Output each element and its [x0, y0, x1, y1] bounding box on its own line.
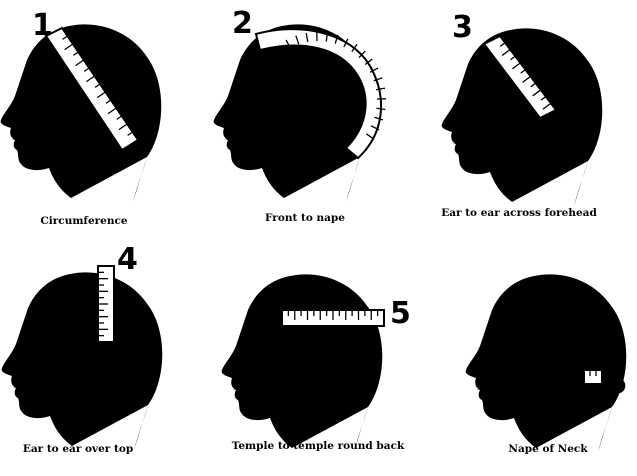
- tape-tick: [105, 99, 112, 104]
- tape-measure-3: [482, 34, 558, 120]
- panel-number-1: 1: [32, 8, 53, 43]
- tape-tick: [86, 75, 95, 83]
- tape-tick: [364, 58, 373, 66]
- head-illustration-4: [1, 272, 163, 450]
- panel-caption-2: Front to nape: [265, 212, 345, 224]
- tape-measure-4: [97, 265, 115, 343]
- panel-number-3: 3: [452, 10, 473, 45]
- tape-tick: [542, 102, 552, 110]
- tape-tick: [520, 69, 526, 74]
- panel-3: 3 Ear to ear across forehead: [441, 10, 603, 219]
- tape-tick: [107, 107, 117, 115]
- panel-number-2: 2: [232, 6, 253, 41]
- tape-tick: [94, 83, 101, 88]
- tape-tick: [83, 67, 90, 72]
- panel-2: 2 Front to nape: [213, 6, 387, 224]
- tape-tick: [116, 115, 123, 120]
- tape-tick: [501, 48, 511, 56]
- tape-tick: [325, 32, 329, 42]
- tape-measure-6: [583, 369, 603, 385]
- panel-number-5: 5: [390, 296, 411, 331]
- tape-tick: [376, 107, 386, 111]
- tape-tick: [373, 77, 383, 82]
- tape-measure-2: [254, 28, 387, 160]
- tape-tick: [305, 32, 309, 43]
- panel-caption-3: Ear to ear across forehead: [441, 207, 597, 219]
- tape-tick: [343, 38, 349, 48]
- tape-tick: [127, 131, 133, 136]
- head-illustration-6: [465, 274, 627, 452]
- panel-4: 4 Ear to ear over top: [1, 242, 163, 455]
- tape-tick: [334, 34, 339, 44]
- panel-caption-6: Nape of Neck: [508, 443, 588, 455]
- panel-5: 5 Temple to temple round back: [221, 274, 411, 452]
- tape-tick: [522, 75, 531, 83]
- head-illustration-3: [441, 28, 603, 207]
- tape-tick: [532, 89, 542, 97]
- tape-tick: [72, 51, 79, 56]
- tape-tick: [358, 50, 366, 59]
- panel-number-4: 4: [117, 242, 138, 277]
- head-illustration-1: [0, 24, 162, 203]
- panel-number-6: 6: [606, 366, 627, 401]
- tape-tick: [511, 62, 521, 70]
- tape-tick: [295, 35, 300, 45]
- tape-tick: [75, 59, 85, 67]
- tape-tick: [370, 125, 380, 131]
- panel-6: 6 Nape of Neck: [465, 274, 627, 455]
- tape-tick: [540, 96, 547, 101]
- tape-tick: [499, 42, 506, 47]
- tape-tick: [62, 35, 68, 40]
- tape-tick: [118, 123, 128, 131]
- tape-tick: [96, 91, 106, 99]
- tape-tick: [351, 43, 358, 53]
- tape-tick: [365, 133, 375, 140]
- tape-tick: [530, 82, 537, 88]
- panel-caption-5: Temple to temple round back: [232, 440, 405, 452]
- panel-caption-4: Ear to ear over top: [23, 443, 133, 455]
- head-illustration-5: [221, 274, 383, 452]
- tape-measure-1: [44, 26, 140, 152]
- tape-tick: [510, 55, 516, 61]
- tape-tick: [374, 116, 384, 121]
- panel-caption-1: Circumference: [40, 215, 127, 227]
- tape-tick: [285, 39, 291, 49]
- tape-tick: [64, 43, 74, 51]
- tape-tick: [369, 67, 379, 73]
- panel-1: 1 Circumference: [0, 8, 162, 227]
- tape-tick: [375, 87, 386, 91]
- tape-measure-5: [281, 309, 385, 327]
